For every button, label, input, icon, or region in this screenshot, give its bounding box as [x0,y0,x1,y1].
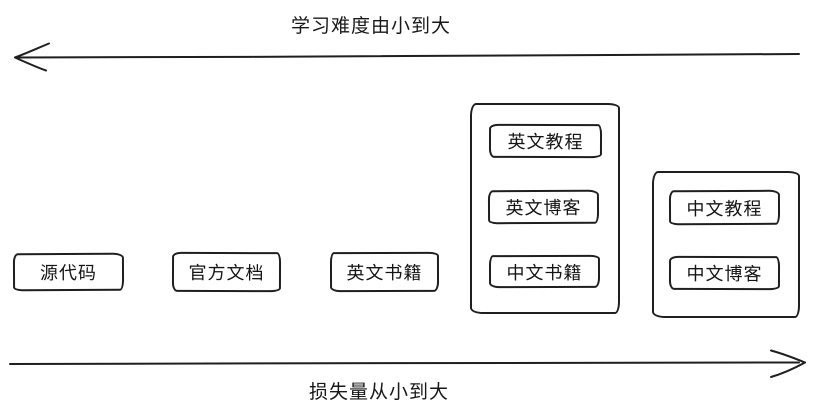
box-chinese-tutorials: 中文教程 [668,189,781,226]
box-source-code: 源代码 [12,252,125,292]
loss-arrow-right [9,349,806,378]
arrowhead-upper [770,349,806,364]
box-chinese-books: 中文书籍 [488,254,601,289]
box-english-blogs: 英文博客 [487,189,600,225]
top-axis-label: 学习难度由小到大 [291,15,452,37]
box-english-tutorials: 英文教程 [488,123,603,159]
group-chinese-resources: 中文教程 中文博客 [652,171,800,318]
difficulty-arrow-left [14,42,800,72]
box-chinese-blogs: 中文博客 [668,255,781,291]
box-english-books: 英文书籍 [329,251,440,293]
arrowhead-upper [14,42,50,59]
arrow-line [9,361,800,365]
arrow-line [16,53,800,59]
arrowhead-lower [14,56,47,72]
bottom-axis-label: 损失量从小到大 [309,381,450,403]
group-english-resources: 英文教程 英文博客 中文书籍 [470,103,620,314]
arrowhead-lower [770,361,806,378]
box-official-docs: 官方文档 [171,251,282,293]
